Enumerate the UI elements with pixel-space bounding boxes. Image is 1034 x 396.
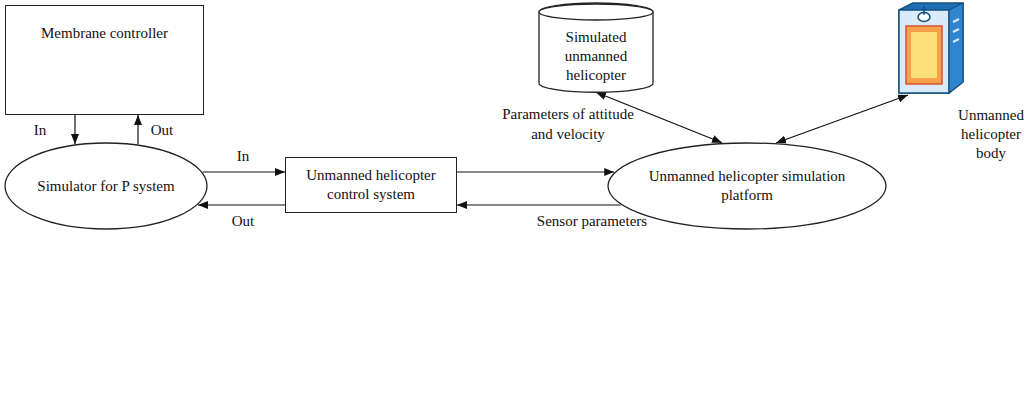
node-label: Unmanned helicopter simulation platform xyxy=(647,167,847,205)
platform-ellipse: Unmanned helicopter simulation platform xyxy=(607,142,887,230)
connector-arrow xyxy=(198,204,285,205)
node-label: Unmanned helicopter control system xyxy=(296,166,446,204)
database-cylinder: Simulated unmanned helicopter xyxy=(538,3,654,93)
node-label: Unmanned helicopter body xyxy=(955,106,1027,162)
edge-label: Out xyxy=(151,121,174,141)
device-side xyxy=(949,3,963,93)
ellipse-outline xyxy=(5,143,207,229)
cylinder-body xyxy=(539,3,653,92)
edge-label: Out xyxy=(232,212,255,232)
cylinder-cap xyxy=(539,4,653,20)
connector-arrow xyxy=(776,95,908,143)
edge-label: Sensor parameters xyxy=(537,212,647,232)
connector-arrow xyxy=(457,204,621,205)
node-label: Membrane controller xyxy=(41,24,168,43)
controller-box: Membrane controller xyxy=(5,5,204,115)
device-icon: Unmanned helicopter body xyxy=(893,2,966,95)
platform-ellipse-outline xyxy=(607,142,887,230)
connector-arrow xyxy=(457,171,614,172)
edge-label: In xyxy=(237,147,250,167)
connector-arrow xyxy=(203,171,285,172)
device-case xyxy=(899,3,963,93)
ellipse-outline xyxy=(608,143,886,229)
node-label: Simulated unmanned helicopter xyxy=(544,28,648,84)
edge-label: Parameters of attitude and velocity xyxy=(496,105,641,144)
device-icon-outline xyxy=(893,2,966,95)
edge-label: In xyxy=(34,121,47,141)
device-front xyxy=(899,10,949,93)
simulator-ellipse: Simulator for P system xyxy=(4,142,208,230)
device-vent xyxy=(953,19,959,22)
connector-arrow xyxy=(137,115,138,144)
device-illustration xyxy=(899,3,963,93)
node-label: Simulator for P system xyxy=(37,177,174,196)
device-vent xyxy=(953,39,959,42)
device-knob-stem xyxy=(923,6,925,15)
device-vent xyxy=(953,29,959,32)
connector-arrow xyxy=(74,115,75,144)
control-system-box: Unmanned helicopter control system xyxy=(285,157,457,213)
device-screen xyxy=(911,32,937,78)
device-panel xyxy=(906,26,942,84)
